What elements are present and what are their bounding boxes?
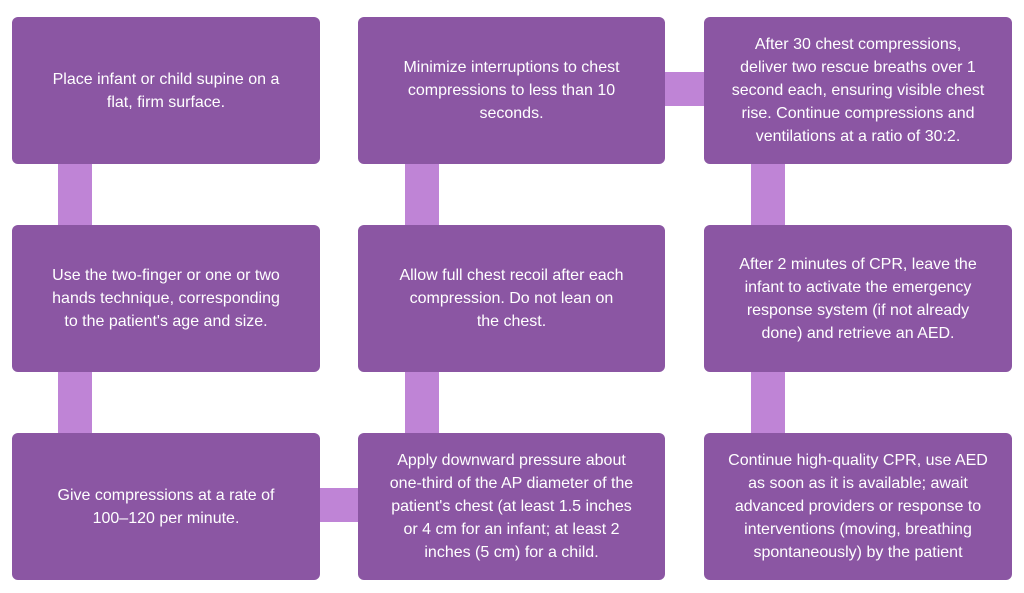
step-text-4: Apply downward pressure about one-third … <box>389 452 634 561</box>
step-text-2: Use the two-finger or one or two hands t… <box>52 267 280 330</box>
connector-3-4 <box>316 488 362 522</box>
step-box-8: After 2 minutes of CPR, leave the infant… <box>704 225 1012 372</box>
connector-4-5 <box>405 368 439 438</box>
step-box-1: Place infant or child supine on a flat, … <box>12 17 320 164</box>
step-box-3: Give compressions at a rate of 100–120 p… <box>12 433 320 580</box>
step-text-9: Continue high-quality CPR, use AED as so… <box>728 452 988 561</box>
step-text-1: Place infant or child supine on a flat, … <box>52 70 280 111</box>
connector-5-6 <box>405 160 439 230</box>
connector-1-2 <box>58 160 92 230</box>
step-box-2: Use the two-finger or one or two hands t… <box>12 225 320 372</box>
connector-8-9 <box>751 368 785 438</box>
step-box-6: Minimize interruptions to chest compress… <box>358 17 665 164</box>
step-box-9: Continue high-quality CPR, use AED as so… <box>704 433 1012 580</box>
step-box-5: Allow full chest recoil after each compr… <box>358 225 665 372</box>
step-text-8: After 2 minutes of CPR, leave the infant… <box>739 255 977 342</box>
step-box-7: After 30 chest compressions, deliver two… <box>704 17 1012 164</box>
step-text-5: Allow full chest recoil after each compr… <box>399 267 624 330</box>
step-text-6: Minimize interruptions to chest compress… <box>403 59 620 122</box>
connector-2-3 <box>58 368 92 438</box>
step-text-7: After 30 chest compressions, deliver two… <box>731 36 985 145</box>
connector-6-7 <box>661 72 708 106</box>
step-box-4: Apply downward pressure about one-third … <box>358 433 665 580</box>
step-text-3: Give compressions at a rate of 100–120 p… <box>57 486 275 527</box>
connector-7-8 <box>751 160 785 230</box>
